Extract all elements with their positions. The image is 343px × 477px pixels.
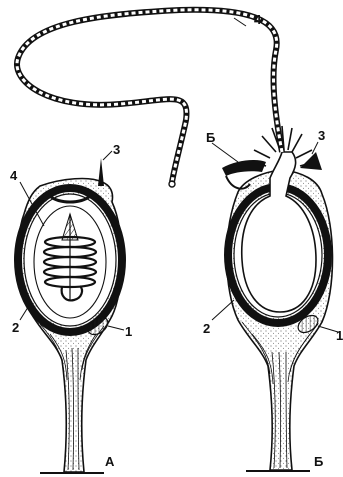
label-wall-right: 2 [203, 321, 210, 336]
label-cnidocil-right: 3 [318, 128, 325, 143]
label-nucleus-left: 1 [125, 324, 132, 339]
label-thread-right: 4 [254, 12, 262, 27]
label-nucleus-right: 1 [336, 328, 343, 343]
label-lid-right: Б [206, 130, 215, 145]
label-thread-left: 4 [10, 168, 18, 183]
cell-undischarged [18, 151, 124, 473]
label-cnidocil-left: 3 [113, 142, 120, 157]
label-wall-left: 2 [12, 320, 19, 335]
label-panel-right: Б [314, 454, 323, 469]
label-panel-left: А [105, 454, 115, 469]
cnidocil-left [98, 158, 104, 186]
discharged-thread [17, 10, 282, 187]
operculum-right [222, 160, 266, 176]
